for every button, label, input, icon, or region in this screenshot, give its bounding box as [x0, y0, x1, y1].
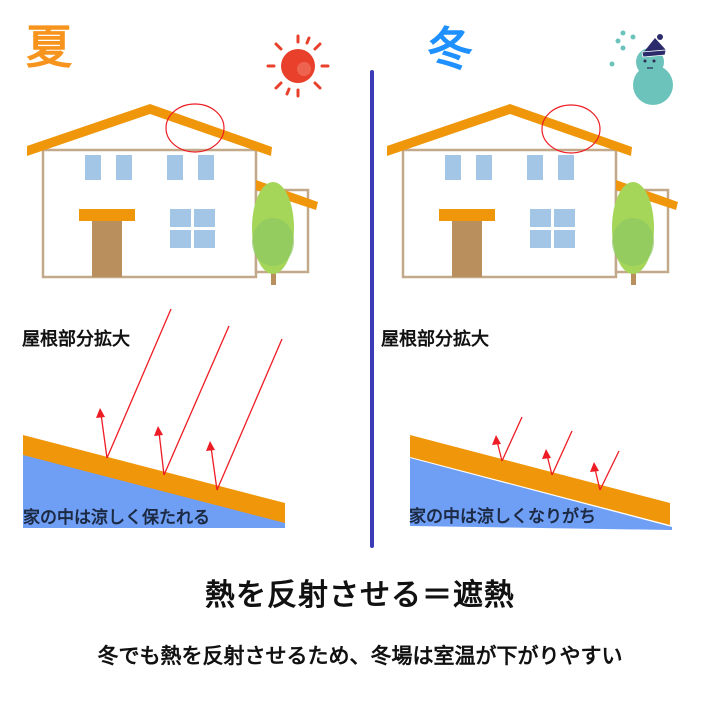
- winter-reflection-arrowheads: [492, 435, 599, 472]
- subline: 冬でも熱を反射させるため、冬場は室温が下がりやすい: [97, 643, 623, 668]
- winter-sun-rays: [496, 416, 620, 491]
- summer-sun-rays: [100, 308, 283, 491]
- sun-icon: [266, 34, 330, 98]
- summer-inside-label: 家の中は涼しく保たれる: [23, 508, 210, 528]
- winter-roof-zoom: [410, 416, 672, 530]
- winter-roof-highlight-circle: [541, 104, 601, 154]
- summer-roof-zoom: [23, 308, 285, 528]
- summer-season-label: 夏: [26, 20, 72, 74]
- summer-zoom-label: 屋根部分拡大: [22, 329, 130, 350]
- winter-house-illustration: [385, 102, 680, 287]
- winter-zoom-label: 屋根部分拡大: [381, 329, 489, 350]
- snowman-icon: [609, 30, 673, 105]
- winter-season-label: 冬: [427, 22, 473, 76]
- headline: 熱を反射させる＝遮熱: [205, 578, 515, 613]
- summer-reflection-arrowheads: [96, 408, 215, 451]
- summer-house-illustration: [25, 102, 320, 287]
- summer-roof-highlight-circle: [165, 103, 225, 153]
- winter-inside-label: 家の中は涼しくなりがち: [409, 507, 596, 527]
